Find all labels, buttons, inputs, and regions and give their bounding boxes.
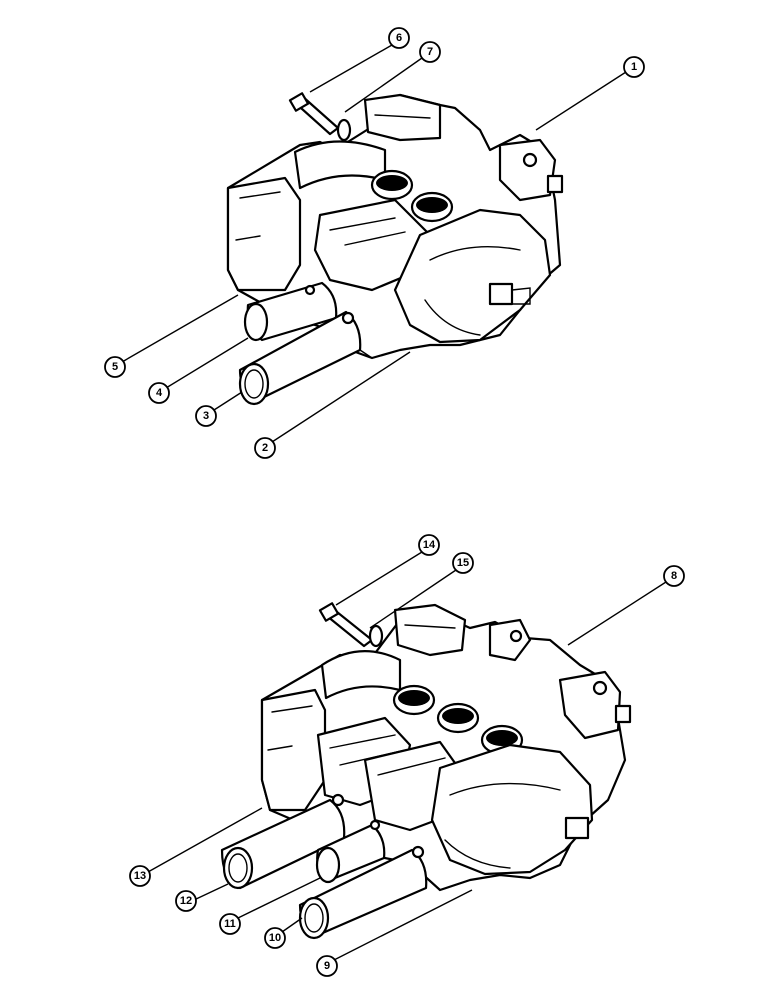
svg-text:2: 2 (262, 442, 268, 454)
svg-text:4: 4 (156, 387, 163, 399)
svg-text:7: 7 (427, 46, 433, 58)
svg-text:13: 13 (134, 870, 146, 882)
callout-4: 4 (148, 382, 170, 404)
svg-text:15: 15 (457, 557, 469, 569)
svg-text:11: 11 (224, 918, 236, 930)
callout-6: 6 (388, 27, 410, 49)
callout-11: 11 (219, 913, 241, 935)
callout-5: 5 (104, 356, 126, 378)
callout-9: 9 (316, 955, 338, 977)
svg-text:5: 5 (112, 361, 118, 373)
svg-text:8: 8 (671, 570, 677, 582)
svg-text:6: 6 (396, 32, 402, 44)
callout-3: 3 (195, 405, 217, 427)
svg-text:14: 14 (423, 539, 436, 551)
leader-lines (121, 44, 667, 961)
svg-text:1: 1 (631, 61, 637, 73)
callout-12: 12 (175, 890, 197, 912)
callout-1: 1 (623, 56, 645, 78)
svg-text:12: 12 (180, 895, 192, 907)
callout-13: 13 (129, 865, 151, 887)
svg-text:3: 3 (203, 410, 209, 422)
callout-2: 2 (254, 437, 276, 459)
callout-7: 7 (419, 41, 441, 63)
callout-10: 10 (264, 927, 286, 949)
svg-text:10: 10 (269, 932, 281, 944)
svg-text:9: 9 (324, 960, 330, 972)
three-spool-valve-assembly (220, 602, 632, 940)
callout-15: 15 (452, 552, 474, 574)
two-spool-valve-assembly (226, 92, 564, 406)
callout-14: 14 (418, 534, 440, 556)
callout-8: 8 (663, 565, 685, 587)
